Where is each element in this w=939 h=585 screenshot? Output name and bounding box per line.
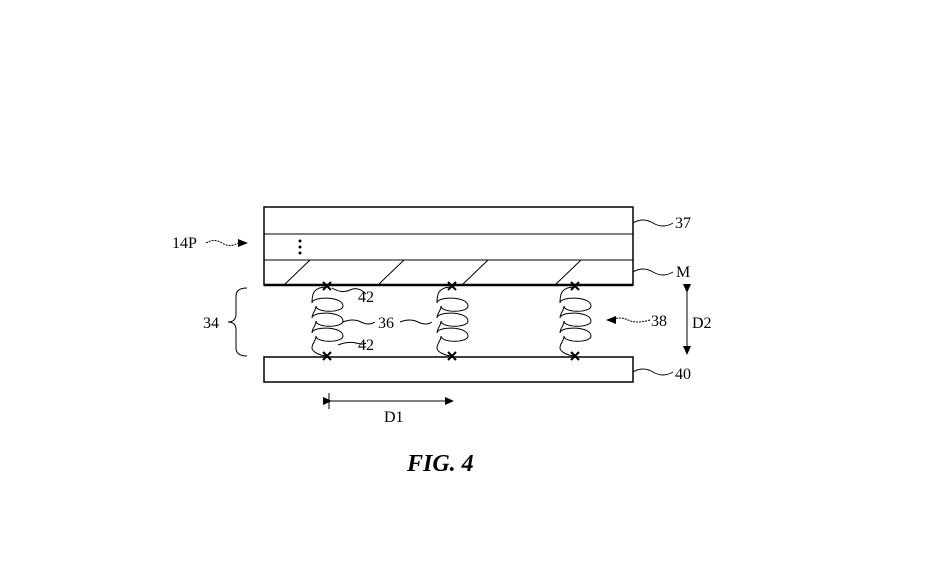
spring bbox=[559, 281, 592, 361]
anchor-point-icon bbox=[570, 351, 580, 361]
anchor-point-icon bbox=[322, 281, 332, 291]
label-14p: 14P bbox=[172, 235, 197, 252]
label-38: 38 bbox=[651, 313, 667, 330]
spring bbox=[311, 281, 344, 361]
label-42-top: 42 bbox=[358, 289, 374, 306]
spring-coil bbox=[436, 286, 469, 357]
brace-34 bbox=[227, 287, 248, 357]
upper-layer-stack bbox=[263, 206, 634, 287]
anchor-point-icon bbox=[322, 351, 332, 361]
anchor-point-icon bbox=[447, 351, 457, 361]
hatch-lines bbox=[283, 259, 582, 286]
anchor-point-icon bbox=[570, 281, 580, 291]
label-d2: D2 bbox=[692, 315, 712, 332]
label-40: 40 bbox=[675, 366, 691, 383]
leader-lines bbox=[205, 219, 674, 376]
arrowhead-38 bbox=[606, 316, 616, 324]
label-d1: D1 bbox=[384, 409, 404, 426]
ellipsis-dots bbox=[298, 239, 302, 255]
label-34: 34 bbox=[203, 315, 219, 332]
arrowhead-14p bbox=[238, 239, 248, 247]
spring-coil bbox=[559, 286, 592, 357]
spring bbox=[436, 281, 469, 361]
label-36: 36 bbox=[378, 315, 394, 332]
figure-caption: FIG. 4 bbox=[406, 451, 474, 477]
layer-stack-outline bbox=[263, 206, 634, 286]
anchor-point-icon bbox=[447, 281, 457, 291]
spring-coil bbox=[311, 286, 344, 357]
springs bbox=[311, 281, 592, 361]
label-42-bottom: 42 bbox=[358, 337, 374, 354]
label-37: 37 bbox=[675, 215, 691, 232]
label-m: M bbox=[676, 264, 690, 281]
base-layer bbox=[263, 356, 634, 383]
